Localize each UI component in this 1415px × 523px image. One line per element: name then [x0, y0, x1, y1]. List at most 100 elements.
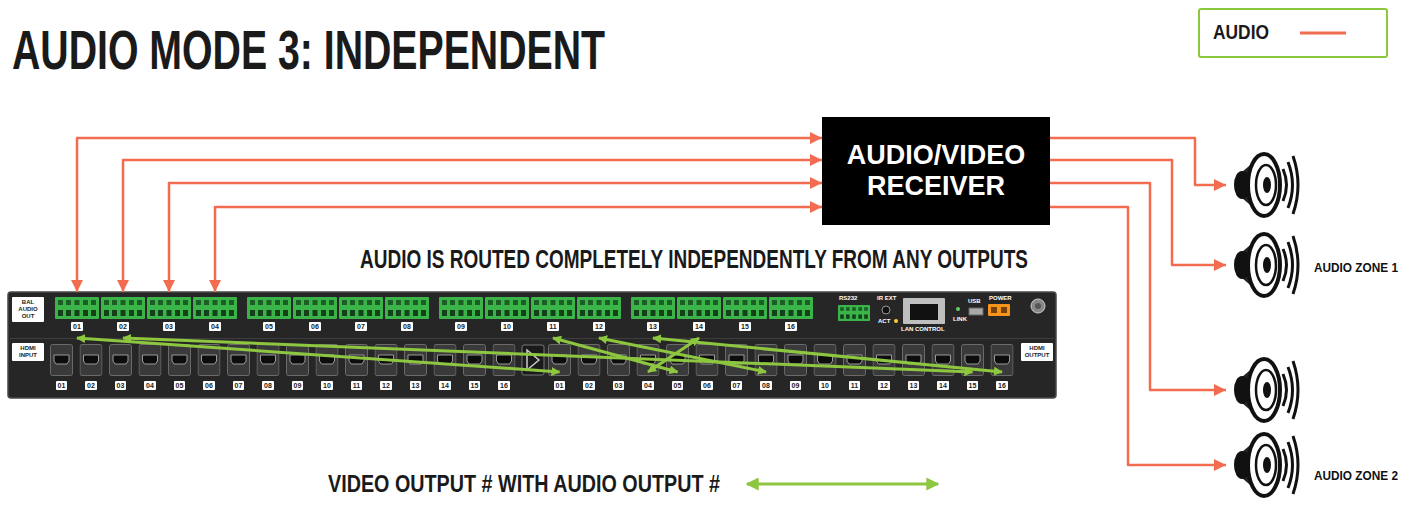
audio-wire	[1050, 138, 1226, 185]
port-number: 02	[583, 381, 595, 390]
port-number: 14	[937, 381, 949, 390]
hdmi-port	[257, 345, 279, 376]
port-number: 03	[163, 322, 175, 331]
terminal-block	[385, 297, 429, 319]
legend-text: VIDEO OUTPUT # WITH AUDIO OUTPUT #	[328, 472, 720, 496]
port-number: 15	[967, 381, 979, 390]
panel-label: HDMI OUTPUT	[1021, 343, 1053, 361]
zone-label: AUDIO ZONE 1	[1314, 262, 1398, 274]
panel-label: ACT	[878, 318, 890, 324]
hdmi-port	[80, 345, 102, 376]
panel-label: USB	[968, 298, 981, 304]
ground-post	[1031, 299, 1045, 313]
port-number: 11	[351, 381, 362, 390]
port-number: 10	[501, 322, 513, 331]
terminal-block	[147, 297, 191, 319]
speaker-zone: AUDIO ZONE 2	[1226, 350, 1411, 512]
audio-wire	[1050, 160, 1226, 265]
port-number: 13	[647, 322, 659, 331]
audio-wire	[123, 160, 822, 292]
hdmi-port	[785, 345, 807, 376]
port-number: 08	[760, 381, 772, 390]
panel-label: RS232	[839, 295, 857, 301]
port-number: 11	[849, 381, 860, 390]
port-number: 05	[263, 322, 275, 331]
panel-label: POWER	[989, 295, 1012, 301]
panel-label: LINK	[953, 316, 967, 322]
hdmi-port	[493, 345, 515, 376]
panel-label: BAL AUDIO OUT	[12, 297, 44, 322]
port-number: 04	[642, 381, 654, 390]
hdmi-port	[726, 345, 748, 376]
port-number: 13	[908, 381, 920, 390]
legend-text: AUDIO	[1213, 21, 1269, 42]
speaker-icon	[1234, 434, 1298, 496]
terminal-block	[485, 297, 529, 319]
port-number: 06	[701, 381, 713, 390]
routing-arrow	[599, 338, 766, 372]
ground-post-center	[1035, 303, 1041, 309]
port-number: 16	[996, 381, 1008, 390]
port-number: 15	[739, 322, 751, 331]
terminal-block	[55, 297, 99, 319]
legend-line-sample	[1300, 32, 1346, 35]
device-panel	[8, 292, 1056, 398]
hdmi-inputs	[51, 345, 516, 376]
link-led	[956, 307, 960, 311]
port-number: 09	[790, 381, 802, 390]
usb-port	[969, 308, 983, 315]
speaker-icon	[1234, 154, 1298, 216]
port-number: 13	[410, 381, 422, 390]
port-number: 12	[593, 322, 605, 331]
legend-box: AUDIO	[1198, 8, 1388, 58]
audio-wire	[1050, 207, 1226, 465]
terminal-block	[631, 297, 675, 319]
terminal-block	[293, 297, 337, 319]
port-number: 10	[819, 381, 831, 390]
port-number: 05	[174, 381, 186, 390]
port-number: 05	[672, 381, 684, 390]
port-number: 03	[115, 381, 127, 390]
port-number: 10	[321, 381, 333, 390]
routing-arrow	[553, 338, 678, 372]
terminal-block	[531, 297, 575, 319]
hdmi-port	[608, 345, 630, 376]
hdmi-port	[814, 345, 836, 376]
routing-arrow	[123, 338, 973, 372]
control-ports	[838, 298, 1045, 324]
port-number: 04	[209, 322, 221, 331]
routing-arrow	[77, 338, 560, 372]
terminal-block	[723, 297, 767, 319]
port-number: 08	[401, 322, 413, 331]
diagram-title: AUDIO MODE 3: INDEPENDENT	[12, 22, 605, 78]
port-number: 08	[262, 381, 274, 390]
audio-wire	[1050, 183, 1226, 390]
routing-arrows	[77, 338, 1002, 372]
speaker-zone: AUDIO ZONE 1	[1226, 145, 1411, 310]
hdmi-port	[110, 345, 132, 376]
port-number: 12	[380, 381, 392, 390]
port-number: 14	[439, 381, 451, 390]
hdmi-port	[169, 345, 191, 376]
terminal-block	[439, 297, 483, 319]
power-pin	[1001, 307, 1007, 313]
port-number: 03	[613, 381, 625, 390]
zone-label: AUDIO ZONE 2	[1314, 470, 1398, 482]
power-connector	[988, 304, 1010, 316]
receiver-label: AUDIO/VIDEO RECEIVER	[841, 140, 1031, 202]
port-number: 02	[85, 381, 97, 390]
port-number: 09	[292, 381, 304, 390]
port-number: 04	[144, 381, 156, 390]
port-number: 07	[731, 381, 743, 390]
speakers	[1234, 154, 1298, 496]
audio-terminals	[55, 297, 813, 319]
speaker-icon	[1234, 234, 1298, 296]
lan-socket	[910, 304, 938, 320]
port-number: 14	[693, 322, 705, 331]
port-number: 06	[203, 381, 215, 390]
terminal-block	[769, 297, 813, 319]
routing-arrow	[653, 338, 1002, 372]
port-number: 06	[309, 322, 321, 331]
rs232-terminal	[838, 305, 870, 321]
port-number: 07	[233, 381, 245, 390]
